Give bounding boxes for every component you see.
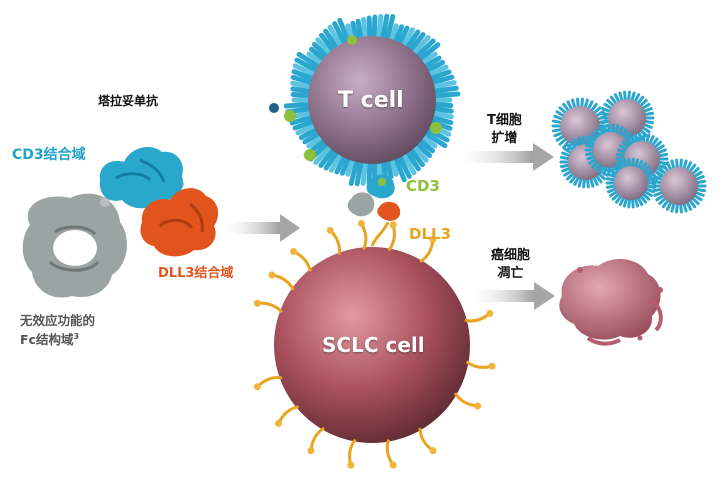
- dll3-ligand: [385, 439, 395, 466]
- fc-footnote: 3: [73, 332, 80, 341]
- t-cell-small-body: [614, 166, 648, 200]
- dll3-ligand: [292, 250, 312, 272]
- dll3-ligand-tip: [429, 235, 437, 243]
- t-cell-small-body: [660, 167, 698, 205]
- arrow-to-synapse: [218, 214, 300, 242]
- dll3-ligand: [453, 392, 478, 408]
- dll3-ligand-tip: [268, 271, 276, 279]
- cd3-label: CD3: [406, 177, 440, 195]
- dll3-ligand-tip: [253, 299, 261, 307]
- t-cell-spike: [428, 85, 459, 95]
- t-cell-spike: [294, 57, 322, 75]
- t-cell-spike: [415, 42, 441, 64]
- fc-domain-label: 无效应功能的 Fc结构域3: [20, 313, 95, 348]
- t-cell-spike: [412, 38, 436, 61]
- dll3-ligands: [253, 219, 496, 469]
- t-cell-small: [651, 158, 707, 214]
- dll3-ligand-tip: [253, 383, 261, 391]
- t-cell-spike: [422, 125, 450, 143]
- dll3-ligand: [256, 376, 283, 388]
- dll3-ligand-tip: [307, 447, 315, 455]
- dll3-ligand-tip: [429, 447, 437, 455]
- dll3-ligand-tip: [486, 309, 494, 317]
- t-cell-spike: [296, 51, 324, 71]
- fc-label-line2: Fc结构域3: [20, 329, 95, 348]
- dll3-ligand: [418, 428, 434, 452]
- t-cell-spike: [420, 129, 448, 149]
- dll3-ligand: [465, 360, 493, 369]
- fc-label-line1: 无效应功能的: [20, 313, 96, 328]
- dll3-domain-label: DLL3结合域: [158, 266, 234, 281]
- dll3-ligand-tip: [290, 248, 298, 256]
- bound-antibody: [347, 174, 401, 247]
- dll3-ligand: [271, 273, 295, 291]
- dll3-ligand: [387, 224, 396, 252]
- dll3-ligand-tip: [474, 402, 482, 410]
- dll3-ligand: [277, 405, 299, 425]
- dll3-label: DLL3: [409, 225, 452, 243]
- cd3-domain-label: CD3结合域: [12, 147, 86, 163]
- dll3-ligand-tip: [488, 362, 496, 370]
- cd3-binding-domain: [99, 147, 183, 209]
- expansion-line1: T细胞: [487, 113, 522, 128]
- dll3-ligand: [360, 222, 368, 250]
- apoptosis-label: 癌细胞 凋亡: [491, 247, 530, 283]
- drug-name-label: 塔拉妥单抗: [98, 94, 159, 108]
- dll3-binding-domain: [140, 188, 219, 257]
- dll3-ligand-tip: [389, 221, 397, 229]
- t-cell-spike: [384, 14, 396, 45]
- dll3-ligand: [464, 312, 491, 323]
- apoptosis-line2: 凋亡: [497, 266, 524, 281]
- sclc-cell: [253, 219, 496, 469]
- t-cell-small: [605, 157, 657, 209]
- dll3-ligand-tip: [347, 461, 355, 469]
- dll3-ligand: [257, 301, 283, 314]
- t-cell-spike: [332, 21, 349, 49]
- t-cell-spike: [395, 151, 412, 179]
- expanded-t-cells: [551, 90, 707, 214]
- t-cell: [269, 13, 461, 187]
- antibody: [22, 147, 219, 298]
- dll3-ligand: [348, 438, 357, 466]
- t-cell-spike: [354, 156, 365, 187]
- apoptotic-cell: [559, 259, 663, 346]
- arrow-to-expansion: [452, 143, 554, 171]
- t-cell-spike: [283, 101, 315, 109]
- t-cell-spike: [348, 155, 360, 186]
- t-cell-label: T cell: [338, 88, 404, 113]
- dll3-ligand-tip: [389, 461, 397, 469]
- t-cell-spike: [379, 13, 390, 44]
- dll3-ligand: [309, 426, 325, 451]
- cd3-receptors: [269, 35, 442, 161]
- t-cell-spike: [391, 153, 407, 183]
- dll3-ligand: [329, 229, 341, 256]
- t-cell-expansion-label: T细胞 扩增: [487, 112, 522, 148]
- arrow-to-apoptosis: [467, 282, 555, 310]
- dll3-ligand-tip: [357, 219, 365, 227]
- expansion-line2: 扩增: [491, 131, 518, 146]
- t-cell-spike: [429, 91, 461, 99]
- dll3-ligand-tip: [326, 226, 334, 234]
- dll3-ligand-tip: [275, 419, 283, 427]
- apoptosis-line1: 癌细胞: [491, 248, 531, 263]
- fc-label-text: Fc结构域: [20, 332, 74, 348]
- sclc-cell-label: SCLC cell: [322, 333, 425, 357]
- fc-domain: [22, 193, 127, 298]
